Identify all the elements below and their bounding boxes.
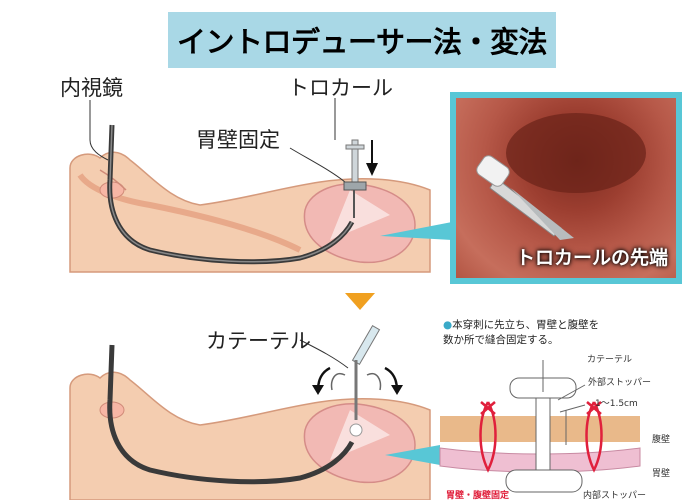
note-line-1: 本穿刺に先立ち、胃壁と腹壁を [452, 319, 599, 331]
inner-stopper-label: 内部ストッパー [583, 488, 646, 501]
endoscopic-photo-image: トロカールの先端 [456, 98, 676, 278]
bullet-icon: ● [443, 319, 452, 331]
photo-caption: トロカールの先端 [516, 243, 668, 270]
endoscopic-photo: トロカールの先端 [450, 92, 682, 284]
distance-label: 1～1.5cm [595, 396, 638, 409]
trocar-label: トロカール [288, 72, 393, 102]
stomach-wall-label: 胃壁 [652, 466, 670, 479]
catheter-label: カテーテル [206, 325, 311, 355]
detail-note: ●本穿刺に先立ち、胃壁と腹壁を 数か所で縫合固定する。 [443, 318, 599, 348]
gastric-fixation-label: 胃壁固定 [196, 124, 280, 154]
abdominal-wall-label: 腹壁 [652, 432, 670, 445]
endoscope-label: 内視鏡 [60, 72, 123, 102]
step-arrow [345, 293, 375, 310]
inner-stopper [506, 470, 582, 492]
outer-stopper-label: 外部ストッパー [588, 375, 651, 388]
note-line-2: 数か所で縫合固定する。 [443, 333, 599, 348]
suture-fixation-label: 胃壁・腹壁固定 [446, 488, 509, 501]
detail-catheter-label: カテーテル [587, 352, 632, 365]
